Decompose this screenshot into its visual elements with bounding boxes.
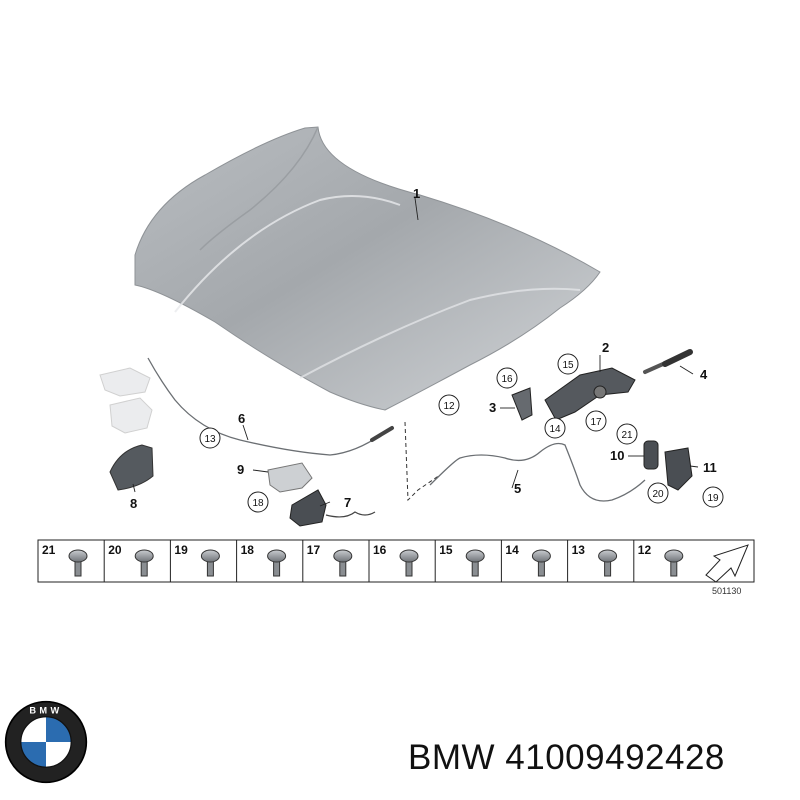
fastener-12-icon xyxy=(664,549,684,577)
fastener-18-icon xyxy=(267,549,287,577)
callout-1: 1 xyxy=(413,186,420,201)
circled-14: 14 xyxy=(549,424,561,435)
legend-cell-19: 19 xyxy=(169,540,220,582)
part-caption: BMW 41009492428 xyxy=(408,738,725,778)
part-10-11-catch xyxy=(643,440,693,491)
callout-2: 2 xyxy=(602,340,609,355)
callout-8: 8 xyxy=(130,496,137,511)
fastener-17-icon xyxy=(333,549,353,577)
fastener-16-icon xyxy=(399,549,419,577)
circled-17: 17 xyxy=(590,417,602,428)
circled-21: 21 xyxy=(621,430,633,441)
legend-cell-13: 13 xyxy=(567,540,618,582)
circled-15: 15 xyxy=(562,360,574,371)
fastener-14-icon xyxy=(531,549,551,577)
legend-number-21: 21 xyxy=(42,543,56,557)
part-7-hood-lock xyxy=(289,489,376,527)
fastener-19-icon xyxy=(200,549,220,577)
part-2-hinge xyxy=(544,367,636,421)
part-number: 41009492428 xyxy=(505,738,725,777)
legend-cell-17: 17 xyxy=(302,540,353,582)
bowden-cable-rear xyxy=(429,442,646,502)
bowden-cable-front xyxy=(147,357,394,456)
part-8-cover xyxy=(109,444,154,491)
callout-5: 5 xyxy=(514,481,521,496)
circled-12: 12 xyxy=(443,401,455,412)
legend-number-17: 17 xyxy=(307,543,321,557)
legend-number-20: 20 xyxy=(108,543,122,557)
legend-number-13: 13 xyxy=(572,543,586,557)
callout-6: 6 xyxy=(238,411,245,426)
legend-cell-15: 15 xyxy=(434,540,485,582)
legend-number-12: 12 xyxy=(638,543,652,557)
circled-13: 13 xyxy=(204,434,216,445)
fastener-13-icon xyxy=(598,549,618,577)
circled-20: 20 xyxy=(652,489,664,500)
legend-cell-20: 20 xyxy=(103,540,154,582)
circled-18: 18 xyxy=(252,498,264,509)
legend-cell-16: 16 xyxy=(368,540,419,582)
direction-arrow-icon xyxy=(705,544,749,583)
callout-7: 7 xyxy=(344,495,351,510)
diagram-reference-number: 501130 xyxy=(712,586,741,596)
callout-9: 9 xyxy=(237,462,244,477)
fastener-legend: 21 20 19 18 17 16 15 14 13 12 xyxy=(37,539,755,583)
bmw-logo-icon: BMW xyxy=(4,700,88,784)
leader-lines xyxy=(132,197,699,507)
legend-cell-12: 12 xyxy=(633,540,684,582)
legend-cell-18: 18 xyxy=(236,540,287,582)
fastener-15-icon xyxy=(465,549,485,577)
circled-19: 19 xyxy=(707,493,719,504)
callout-4: 4 xyxy=(700,367,708,382)
lock-ghost-parts xyxy=(99,367,153,434)
legend-number-15: 15 xyxy=(439,543,453,557)
legend-number-14: 14 xyxy=(505,543,519,557)
callout-11: 11 xyxy=(703,460,717,475)
svg-text:BMW: BMW xyxy=(29,705,62,715)
circled-callouts: 12 13 14 15 16 17 18 19 20 21 xyxy=(199,353,724,513)
cable-routing-dashed xyxy=(404,421,441,502)
hood-panel xyxy=(134,126,601,411)
part-9-bracket xyxy=(267,462,313,493)
legend-number-18: 18 xyxy=(241,543,255,557)
fastener-21-icon xyxy=(68,549,88,577)
brand-name: BMW xyxy=(408,738,496,777)
part-3-bracket xyxy=(511,387,533,421)
fastener-20-icon xyxy=(134,549,154,577)
legend-number-19: 19 xyxy=(174,543,188,557)
callout-3: 3 xyxy=(489,400,496,415)
circled-16: 16 xyxy=(501,374,513,385)
legend-cell-21: 21 xyxy=(42,543,88,577)
callout-10: 10 xyxy=(610,448,624,463)
legend-number-16: 16 xyxy=(373,543,387,557)
legend-cell-14: 14 xyxy=(500,540,551,582)
